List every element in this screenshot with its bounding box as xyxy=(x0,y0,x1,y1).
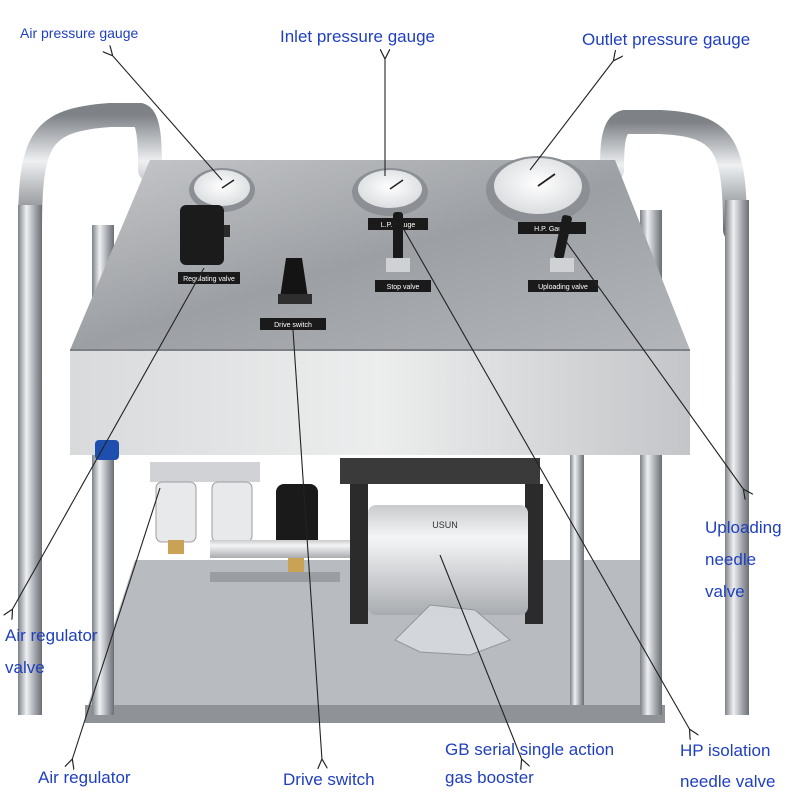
label-uploading-needle-valve-line1: Uploading xyxy=(705,518,782,537)
drive-switch-lever xyxy=(278,258,312,304)
outlet-pressure-gauge xyxy=(486,156,590,224)
outlet-gauge-tag: H.P. Gauge xyxy=(534,226,570,233)
leader-outlet-pressure-gauge xyxy=(529,60,614,171)
booster-brand: USUN xyxy=(432,520,458,530)
label-gas-booster-line2: gas booster xyxy=(445,768,534,787)
stop-valve-tag: Stop valve xyxy=(387,284,420,291)
leader-uploading-needle-valve xyxy=(564,239,744,490)
drive-switch-tag: Drive switch xyxy=(274,322,312,329)
air-filter-regulator xyxy=(95,440,260,554)
drive-piping xyxy=(210,540,350,582)
label-uploading-needle-valve-line2: needle xyxy=(705,550,757,569)
inlet-pressure-gauge xyxy=(352,168,428,216)
label-uploading-needle-valve-line3: valve xyxy=(705,582,745,601)
gas-booster: USUN xyxy=(340,458,543,656)
regulating-valve-tag: Regulating valve xyxy=(183,276,235,283)
label-air-regulator-valve-line1: Air regulator xyxy=(5,626,98,645)
leader-air-regulator xyxy=(72,487,161,760)
label-air-pressure-gauge: Air pressure gauge xyxy=(20,25,139,41)
label-inlet-pressure-gauge: Inlet pressure gauge xyxy=(280,27,435,46)
label-hp-isolation-line1: HP isolation xyxy=(680,741,771,760)
label-gas-booster-line1: GB serial single action xyxy=(445,740,615,759)
leader-lines xyxy=(12,55,744,760)
left-handle xyxy=(18,103,162,242)
leader-hp-isolation-needle-valve xyxy=(402,227,690,730)
uploading-valve-tag: Uploading valve xyxy=(538,284,588,291)
leader-gas-booster xyxy=(439,554,522,760)
stop-valve-handle xyxy=(386,212,410,272)
label-hp-isolation-line2: needle valve xyxy=(680,772,776,791)
label-outlet-pressure-gauge: Outlet pressure gauge xyxy=(582,30,751,49)
label-air-regulator-valve-line2: valve xyxy=(5,658,45,677)
uploading-valve-handle xyxy=(550,214,574,272)
regulator-knob xyxy=(180,205,230,265)
label-drive-switch: Drive switch xyxy=(283,770,375,789)
right-handle xyxy=(600,110,747,242)
leader-air-pressure-gauge xyxy=(112,55,223,181)
air-pressure-gauge xyxy=(189,168,255,212)
leader-air-regulator-valve xyxy=(12,267,205,610)
label-air-regulator: Air regulator xyxy=(38,768,131,787)
leader-drive-switch xyxy=(292,329,322,760)
